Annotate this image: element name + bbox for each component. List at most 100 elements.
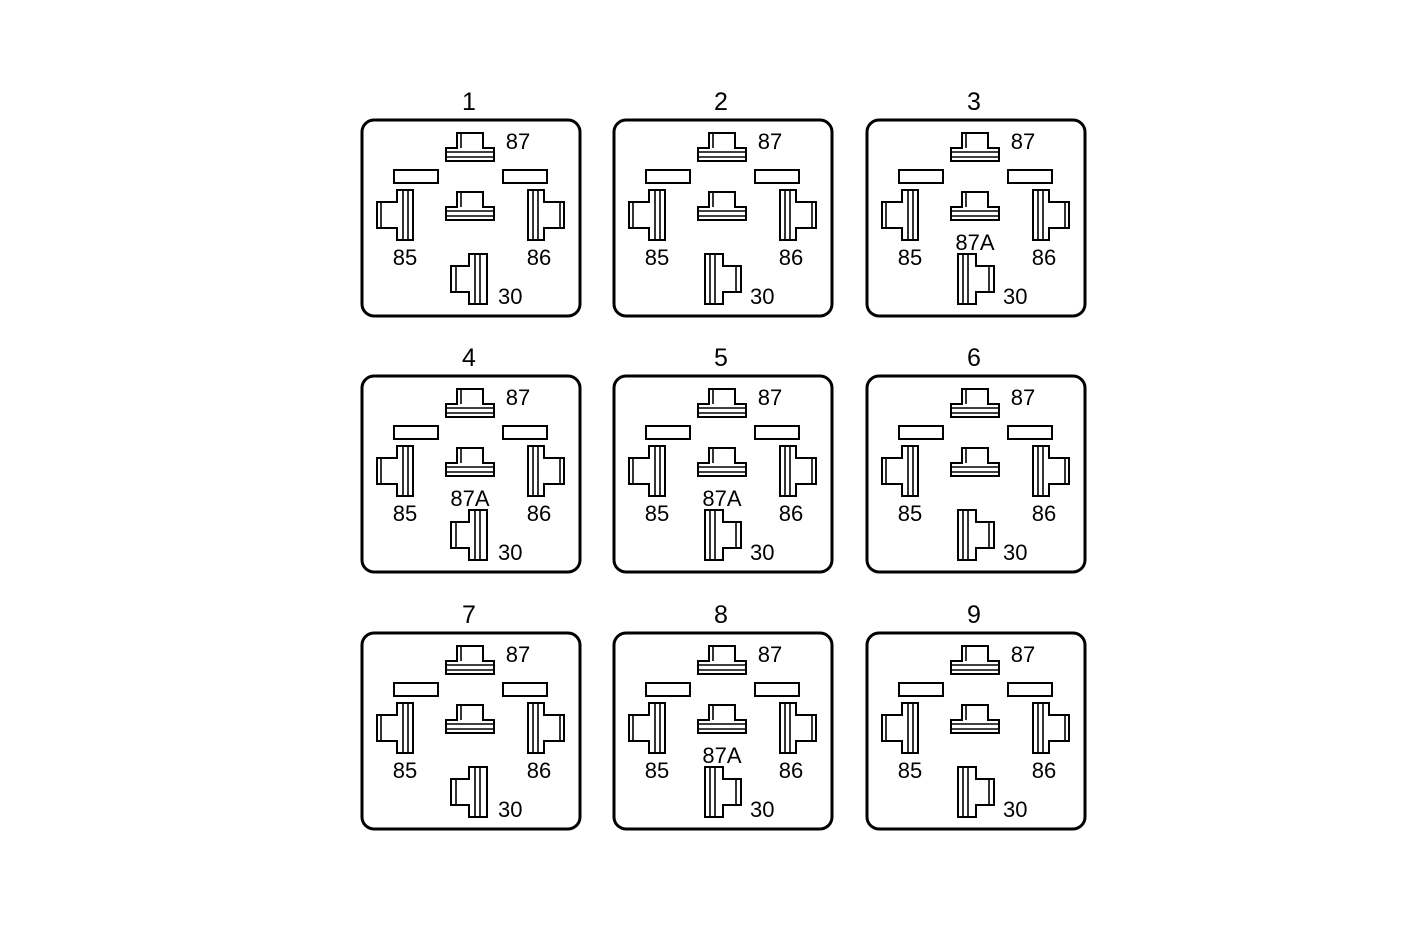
relay-number: 9 [967,601,981,629]
terminal-85 [628,702,666,754]
terminal-87 [697,388,747,418]
slot-left [645,425,691,440]
terminal-85 [881,445,919,497]
relay-number: 8 [714,601,728,629]
terminal-86-label: 86 [1032,501,1056,526]
terminal-87a-label: 87A [450,486,489,511]
terminal-87 [697,645,747,675]
terminal-85-label: 85 [645,501,669,526]
terminal-87a [697,704,747,734]
terminal-87a [950,191,1000,221]
terminal-30 [957,253,995,305]
terminal-85-label: 85 [645,758,669,783]
terminal-85-label: 85 [393,501,417,526]
terminal-86-label: 86 [1032,758,1056,783]
slot-right [754,682,800,697]
terminal-30 [957,509,995,561]
slot-right [502,682,548,697]
terminal-85 [628,445,666,497]
slot-left [645,682,691,697]
slot-right [1007,425,1053,440]
slot-right [502,425,548,440]
terminal-87-label: 87 [1011,129,1035,154]
terminal-30-label: 30 [1003,540,1027,565]
slot-right [754,425,800,440]
terminal-87-label: 87 [506,385,530,410]
terminal-30-label: 30 [750,284,774,309]
terminal-87a [445,447,495,477]
terminal-86 [1032,189,1070,241]
relay-number: 3 [967,88,981,116]
terminal-87a [697,191,747,221]
slot-left [393,169,439,184]
terminal-85 [376,189,414,241]
terminal-86-label: 86 [779,501,803,526]
relay-number: 1 [462,88,476,116]
slot-left [393,682,439,697]
terminal-87-label: 87 [506,129,530,154]
slot-left [645,169,691,184]
terminal-87 [445,645,495,675]
slot-left [898,425,944,440]
terminal-85-label: 85 [898,758,922,783]
terminal-30 [450,766,488,818]
terminal-30-label: 30 [750,797,774,822]
terminal-85 [881,702,919,754]
terminal-87a-label: 87A [702,486,741,511]
terminal-85 [881,189,919,241]
relay-number: 5 [714,344,728,372]
slot-left [898,169,944,184]
slot-right [1007,169,1053,184]
terminal-30 [450,253,488,305]
terminal-87 [445,388,495,418]
terminal-86-label: 86 [527,245,551,270]
terminal-30-label: 30 [498,540,522,565]
terminal-86-label: 86 [1032,245,1056,270]
terminal-86 [527,445,565,497]
relay-number: 6 [967,344,981,372]
terminal-87 [697,132,747,162]
terminal-86-label: 86 [527,758,551,783]
terminal-30-label: 30 [1003,797,1027,822]
terminal-86-label: 86 [779,758,803,783]
terminal-85-label: 85 [898,245,922,270]
terminal-30-label: 30 [1003,284,1027,309]
relay-number: 4 [462,344,476,372]
terminal-30 [704,253,742,305]
terminal-86 [779,445,817,497]
slot-left [898,682,944,697]
terminal-87 [950,132,1000,162]
terminal-85-label: 85 [898,501,922,526]
terminal-87a [697,447,747,477]
terminal-85 [628,189,666,241]
terminal-87 [445,132,495,162]
terminal-86 [527,702,565,754]
terminal-85 [376,702,414,754]
terminal-87a-label: 87A [955,230,994,255]
slot-right [502,169,548,184]
terminal-86 [1032,702,1070,754]
terminal-85-label: 85 [645,245,669,270]
terminal-85-label: 85 [393,245,417,270]
terminal-87a [445,191,495,221]
terminal-87-label: 87 [758,385,782,410]
terminal-30-label: 30 [498,284,522,309]
terminal-30 [704,766,742,818]
terminal-87 [950,388,1000,418]
terminal-87a [950,447,1000,477]
relay-number: 7 [462,601,476,629]
terminal-30 [704,509,742,561]
terminal-30 [450,509,488,561]
terminal-86 [779,702,817,754]
terminal-87a [445,704,495,734]
terminal-87-label: 87 [758,642,782,667]
